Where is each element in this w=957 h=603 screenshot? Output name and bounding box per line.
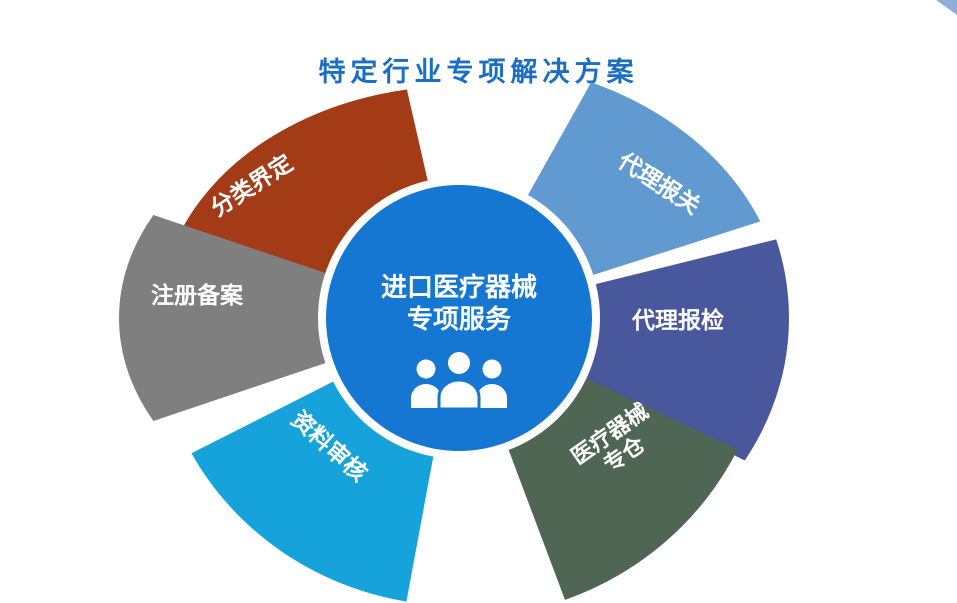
wedge-inspection [459, 239, 790, 461]
center-circle [326, 185, 592, 451]
center-label: 进口医疗器械专项服务 [381, 272, 537, 334]
wedge-registration [119, 215, 460, 421]
page-title: 特定行业专项解决方案 [318, 57, 639, 87]
wedge-label-inspection: 代理报检 [631, 307, 724, 333]
wedge-label-registration: 注册备案 [151, 282, 244, 308]
people-group-icon [411, 349, 507, 411]
corner-accent [936, 0, 957, 15]
